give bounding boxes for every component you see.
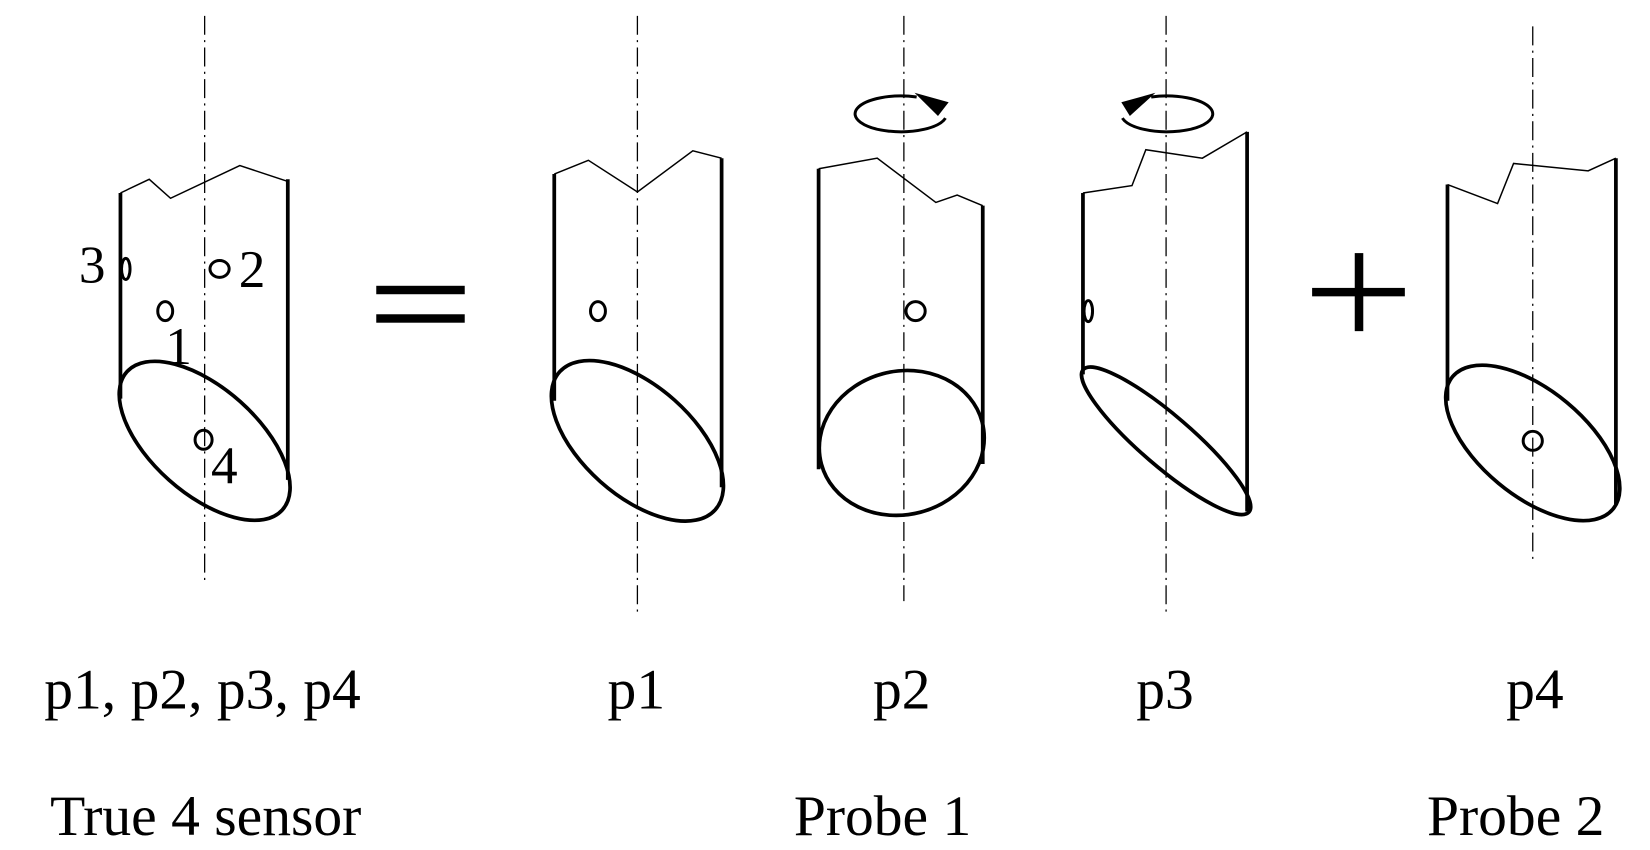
sensor-hole-2 — [208, 259, 231, 279]
true-four-sensor-probe: 3 2 1 4 — [79, 15, 292, 581]
rotate-counterclockwise-icon — [1121, 92, 1215, 134]
caption-probe-2: Probe 2 — [1427, 786, 1604, 849]
sensor-hole — [589, 300, 607, 323]
probe2-p4-orientation — [1443, 26, 1622, 562]
label-p1-p2-p3-p4: p1, p2, p3, p4 — [44, 659, 361, 722]
plus-sign — [1312, 253, 1405, 332]
label-p4: p4 — [1506, 659, 1564, 722]
sensor-hole-4 — [193, 428, 214, 451]
sensor-number-2: 2 — [239, 241, 266, 299]
sensor-hole — [904, 300, 927, 323]
sensor-hole-3 — [120, 256, 132, 281]
sensor-number-4: 4 — [211, 437, 238, 495]
probe1-p1-orientation — [549, 15, 726, 612]
caption-true-4-sensor: True 4 sensor — [50, 786, 361, 849]
sensor-hole — [1082, 299, 1095, 324]
label-p3: p3 — [1136, 659, 1194, 722]
sensor-hole — [1521, 429, 1544, 452]
probe1-p3-orientation — [1079, 15, 1253, 612]
sensor-hole-1 — [156, 300, 175, 323]
rotate-clockwise-icon — [853, 92, 949, 134]
caption-probe-1: Probe 1 — [794, 786, 971, 849]
probe-tip-face — [117, 359, 292, 523]
probe1-p2-orientation — [816, 15, 987, 602]
sensor-number-1: 1 — [165, 318, 192, 376]
label-p1: p1 — [608, 659, 666, 722]
label-p2: p2 — [873, 659, 931, 722]
equals-sign — [376, 285, 465, 323]
sensor-number-3: 3 — [79, 237, 106, 295]
